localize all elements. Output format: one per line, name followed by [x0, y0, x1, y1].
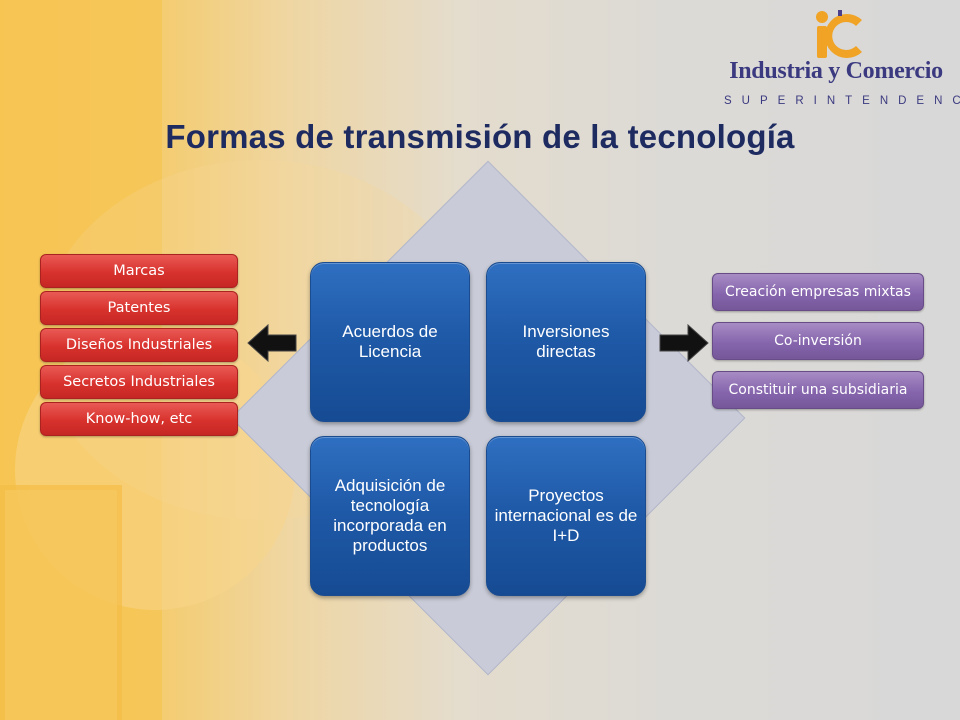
quadrant-label: Inversiones directas [522, 322, 610, 361]
organization-logo: Industria y Comercio SUPERINTENDENCIA [720, 8, 960, 112]
quadrant-label: Acuerdos de Licencia [342, 322, 438, 361]
quadrant-licensing-agreements: Acuerdos de Licencia [310, 262, 470, 422]
logo-subtitle: SUPERINTENDENCIA [724, 95, 960, 107]
quadrant-label: Proyectos internacional es de I+D [494, 486, 638, 545]
bg-lower-block-inner [5, 490, 117, 720]
chip-co-inversion: Co-inversión [712, 322, 924, 360]
logo-title: Industria y Comercio [729, 58, 943, 84]
slide-title: Formas de transmisión de la tecnología [165, 118, 795, 155]
quadrant-label: Adquisición de tecnología incorporada en… [333, 476, 447, 555]
chip-patentes: Patentes [40, 291, 238, 325]
chip-know-how: Know-how, etc [40, 402, 238, 436]
chip-secretos-industriales: Secretos Industriales [40, 365, 238, 399]
quadrant-direct-investment: Inversiones directas [486, 262, 646, 422]
left-arrow-icon [247, 323, 297, 363]
right-arrow-icon [659, 323, 709, 363]
quadrant-international-rd-projects: Proyectos internacional es de I+D [486, 436, 646, 596]
quadrant-technology-acquisition: Adquisición de tecnología incorporada en… [310, 436, 470, 596]
chip-constituir-subsidiaria: Constituir una subsidiaria [712, 371, 924, 409]
chip-marcas: Marcas [40, 254, 238, 288]
logo-mark-icon [816, 10, 862, 58]
chip-creacion-empresas-mixtas: Creación empresas mixtas [712, 273, 924, 311]
chip-disenos-industriales: Diseños Industriales [40, 328, 238, 362]
